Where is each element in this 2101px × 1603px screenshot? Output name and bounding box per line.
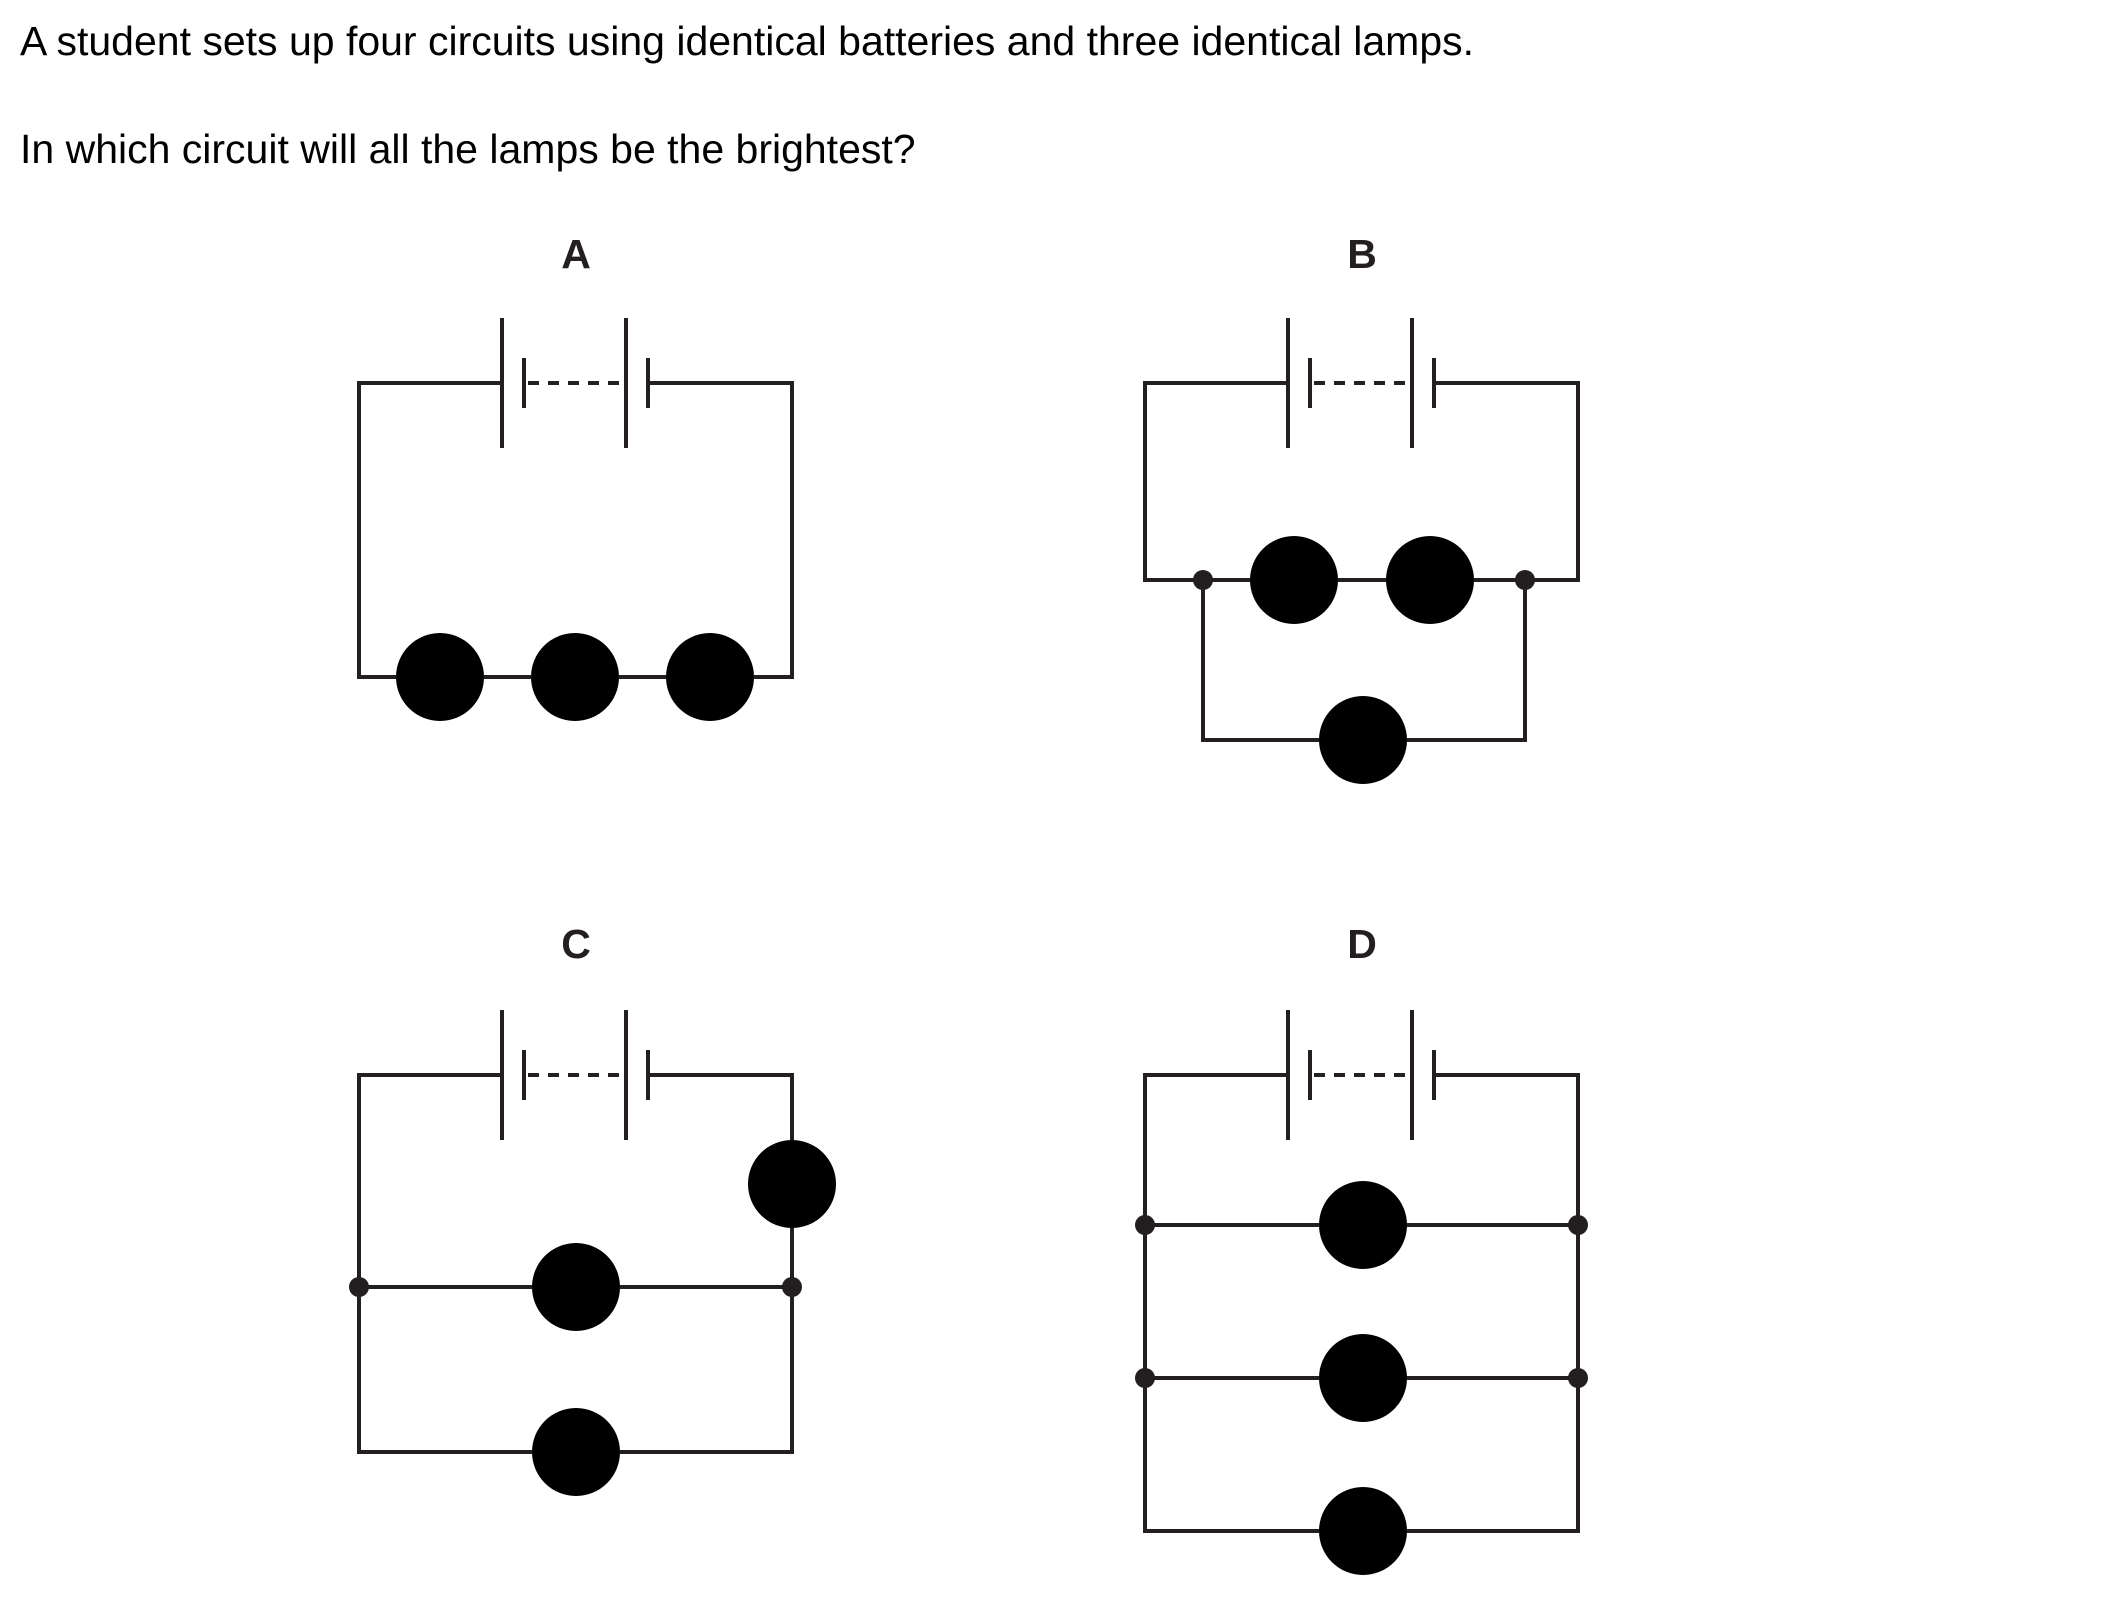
lamp-icon <box>532 1243 620 1331</box>
junction-dot <box>349 1277 369 1297</box>
junction-dot <box>1193 570 1213 590</box>
junction-dot <box>782 1277 802 1297</box>
question-line-1: A student sets up four circuits using id… <box>20 18 1475 64</box>
junction-dot <box>1568 1215 1588 1235</box>
circuit-d-label: D <box>1347 921 1377 967</box>
lamp-icon <box>1319 1181 1407 1269</box>
battery-icon <box>500 1008 650 1142</box>
lamp-icon <box>1319 1334 1407 1422</box>
lamp-icon <box>1386 536 1474 624</box>
lamp-icon <box>1319 1487 1407 1575</box>
battery-icon <box>1286 316 1436 450</box>
lamp-icon <box>396 633 484 721</box>
circuit-b-label: B <box>1347 231 1377 277</box>
lamp-icon <box>1250 536 1338 624</box>
lamp-icon <box>531 633 619 721</box>
circuit-a-label: A <box>561 231 591 277</box>
circuit-a: A <box>357 231 794 721</box>
battery-icon <box>1286 1008 1436 1142</box>
lamp-icon <box>748 1140 836 1228</box>
lamp-icon <box>666 633 754 721</box>
junction-dot <box>1568 1368 1588 1388</box>
battery-icon <box>500 316 650 450</box>
circuit-c: C <box>349 921 836 1496</box>
circuit-b: B <box>1143 231 1580 784</box>
lamp-icon <box>532 1408 620 1496</box>
circuit-d: D <box>1135 921 1588 1575</box>
junction-dot <box>1135 1215 1155 1235</box>
lamp-icon <box>1319 696 1407 784</box>
circuit-c-label: C <box>561 921 591 967</box>
junction-dot <box>1515 570 1535 590</box>
question-line-2: In which circuit will all the lamps be t… <box>20 126 916 172</box>
junction-dot <box>1135 1368 1155 1388</box>
